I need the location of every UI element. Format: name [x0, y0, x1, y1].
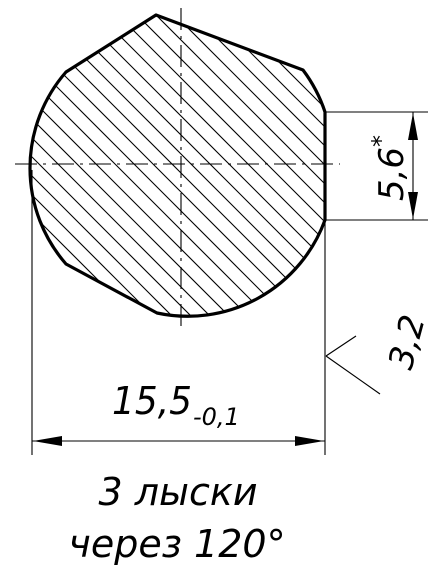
- roughness-leg-short: [325, 335, 357, 357]
- diameter-label: 15,5: [112, 379, 192, 423]
- hatch-line: [29, 15, 325, 317]
- hatch-line: [29, 15, 325, 317]
- hatch-line: [29, 15, 312, 317]
- hatch-line: [29, 15, 217, 317]
- flat-height-dimension: 5,6*: [326, 111, 428, 221]
- roughness-leg-long: [325, 355, 381, 395]
- section-hatching: [29, 0, 445, 360]
- hatch-line: [29, 15, 274, 317]
- hatch-line: [29, 15, 160, 317]
- hatch-line: [426, 0, 445, 360]
- diameter-dimension: 15,5 -0,1: [31, 170, 326, 455]
- hatch-line: [45, 15, 325, 317]
- hatch-line: [83, 15, 325, 317]
- hatch-line: [235, 15, 325, 317]
- roughness-label: 3,2: [381, 311, 434, 374]
- hatch-line: [197, 15, 325, 317]
- diameter-arrow-left: [33, 436, 62, 446]
- hatch-line: [29, 15, 236, 317]
- hatch-line: [29, 15, 179, 317]
- hatch-line: [292, 15, 325, 317]
- hatch-line: [273, 15, 325, 317]
- hatch-line: [178, 15, 325, 317]
- hatch-line: [29, 15, 293, 317]
- hatch-line: [29, 15, 325, 317]
- hatch-line: [64, 15, 325, 317]
- hatch-line: [29, 15, 325, 317]
- hatch-line: [102, 15, 325, 317]
- hatch-line: [159, 15, 325, 317]
- note-flats-count: 3 лыски: [98, 470, 257, 514]
- hatch-line: [121, 15, 325, 317]
- diameter-arrow-right: [295, 436, 324, 446]
- hatch-line: [29, 15, 255, 317]
- note-flats-angle: через 120°: [68, 522, 285, 566]
- hatch-line: [29, 15, 198, 317]
- flat-height-label: 5,6*: [367, 135, 412, 201]
- section-outline: [28, 13, 327, 318]
- roughness-mark: 3,2: [325, 311, 434, 395]
- flat-arrow-bottom: [408, 192, 418, 219]
- flat-arrow-top: [408, 113, 418, 140]
- diameter-tolerance: -0,1: [193, 403, 240, 431]
- hatch-line: [140, 15, 325, 317]
